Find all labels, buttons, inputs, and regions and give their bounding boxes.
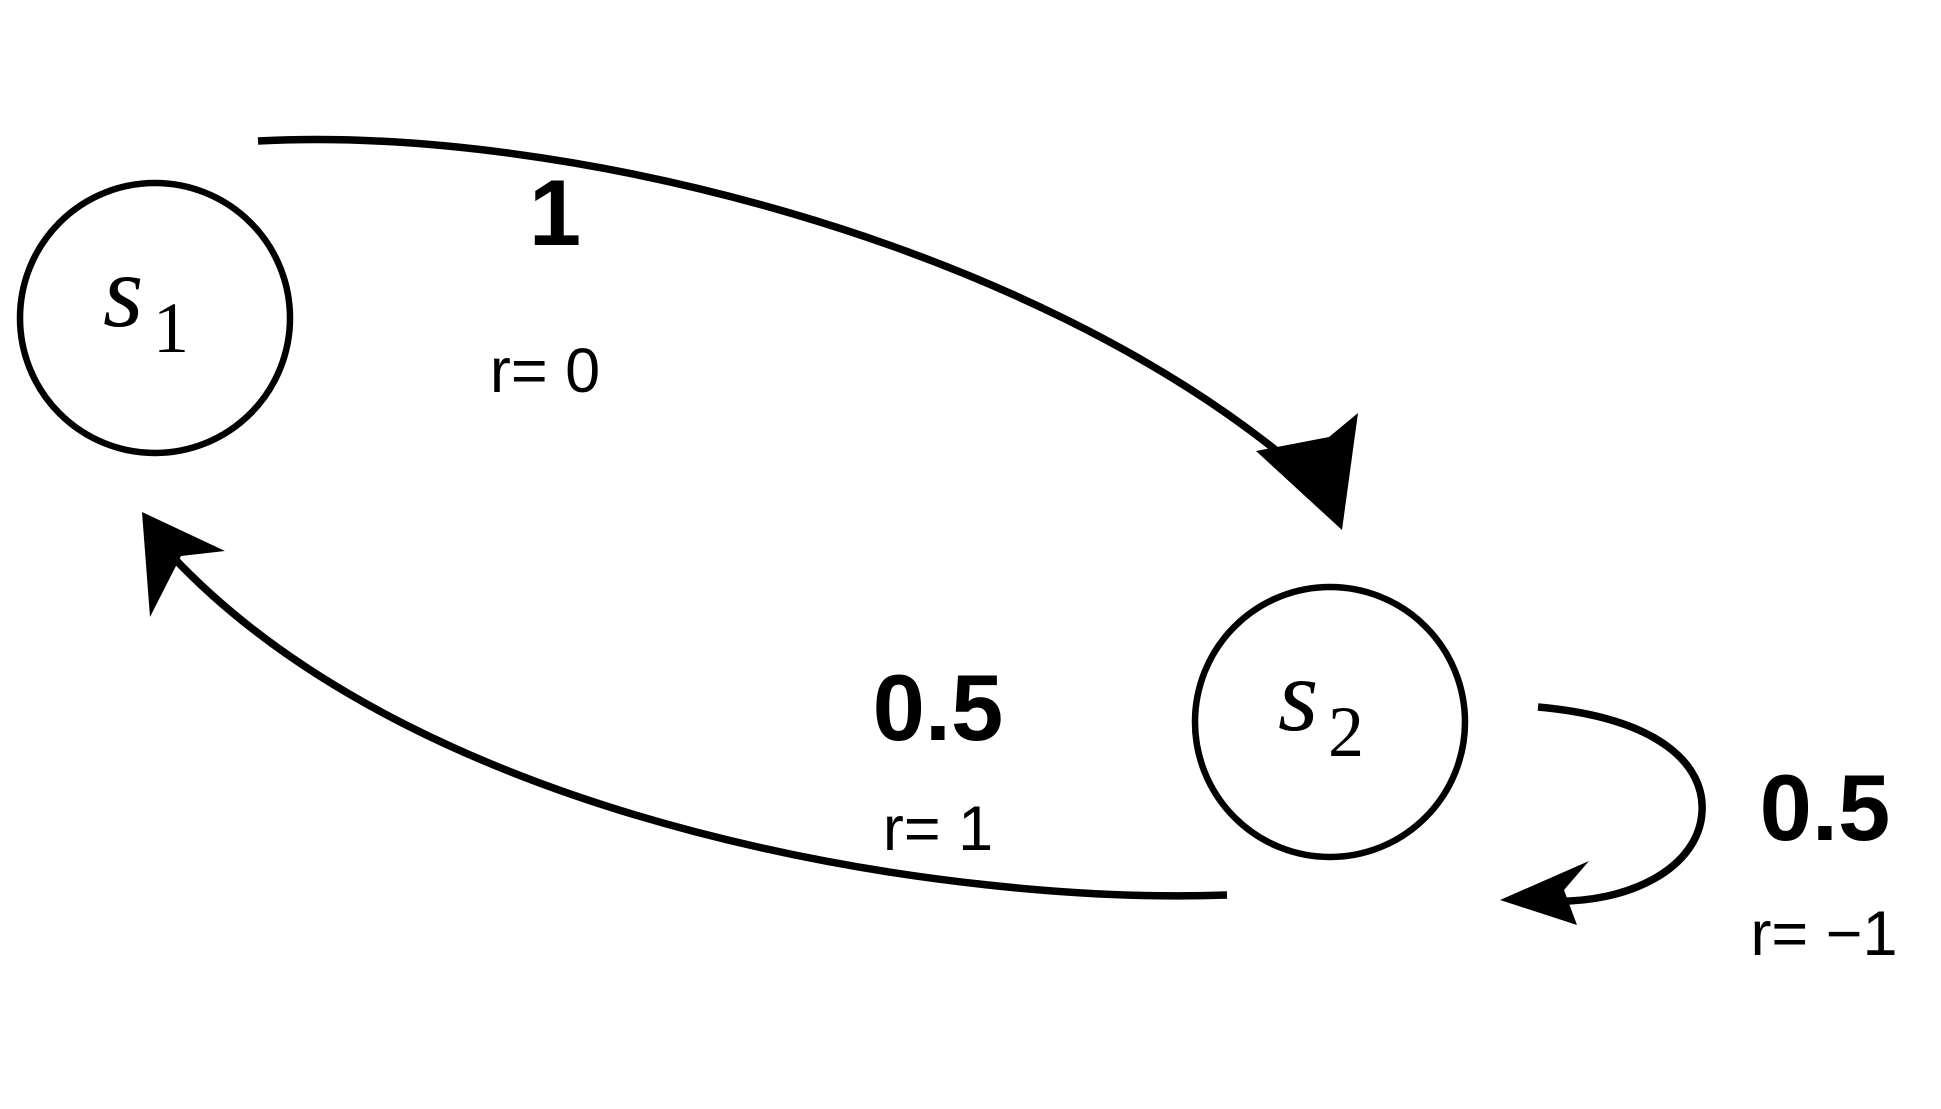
transition-s1-to-s2-reward-label: r= 0 <box>490 336 600 406</box>
transition-s2-self-loop-arrow <box>1500 703 1706 925</box>
transition-s1-to-s2-arrow <box>257 135 1358 530</box>
state-node-s2-circle[interactable] <box>1191 583 1469 861</box>
transition-s2-to-s1-probability-label: 0.5 <box>873 655 1004 760</box>
state-node-s1-label-subscript: 1 <box>153 288 189 368</box>
transition-s2-self-loop-arrowhead <box>1500 861 1589 925</box>
state-node-s2-label-main: s <box>1278 638 1318 753</box>
state-node-s2-label-subscript: 2 <box>1328 692 1364 772</box>
transition-s2-to-s1-arrow <box>142 512 1228 900</box>
state-node-s1-label-main: s <box>103 234 143 349</box>
state-node-s1-circle[interactable] <box>16 179 294 457</box>
transition-s2-to-s1-reward-label: r= 1 <box>883 794 993 864</box>
transition-s2-self-loop-probability-label: 0.5 <box>1760 755 1891 860</box>
transition-s2-self-loop-curve <box>1537 703 1706 905</box>
transition-s2-self-loop-reward-label: r= −1 <box>1750 899 1897 969</box>
transition-s2-to-s1-arrowhead <box>142 512 225 617</box>
transition-s1-to-s2-curve <box>257 135 1303 473</box>
transition-s1-to-s2-probability-label: 1 <box>529 160 581 265</box>
transition-s2-to-s1-curve <box>169 553 1228 900</box>
transition-s1-to-s2-arrowhead <box>1256 413 1358 530</box>
